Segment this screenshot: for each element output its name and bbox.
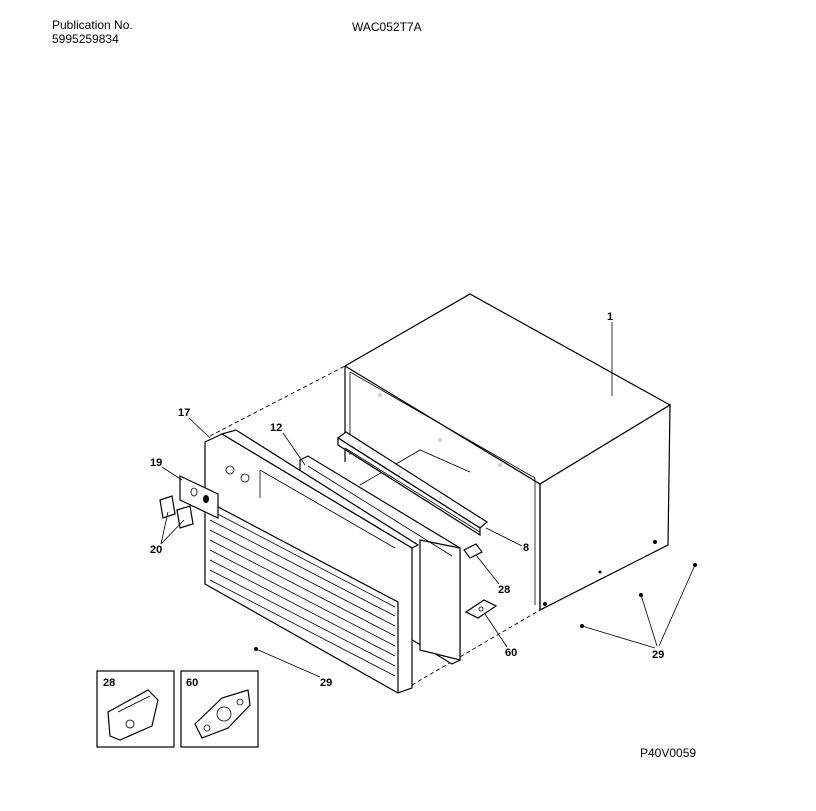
callout-29-right: 29 bbox=[652, 649, 664, 661]
leader-lines bbox=[160, 322, 696, 678]
control-panel-part-19 bbox=[179, 475, 219, 519]
callout-60: 60 bbox=[505, 647, 517, 659]
model-number: WAC052T7A bbox=[352, 20, 422, 34]
grille-louvers bbox=[209, 519, 396, 677]
callout-28: 28 bbox=[498, 584, 510, 596]
front-grille-part-17 bbox=[204, 429, 420, 694]
inset-label-60: 60 bbox=[186, 677, 198, 689]
inset-label-28: 28 bbox=[103, 677, 115, 689]
knobs-part-20 bbox=[159, 495, 194, 529]
clip-part-28 bbox=[463, 543, 483, 559]
callout-17: 17 bbox=[178, 407, 190, 419]
cabinet-part-1 bbox=[343, 293, 672, 611]
callout-12: 12 bbox=[270, 422, 282, 434]
publication-number: 5995259834 bbox=[52, 32, 119, 46]
callout-29-left: 29 bbox=[320, 677, 332, 689]
top-rail-part-8 bbox=[336, 431, 489, 537]
inset-clip-28: 28 bbox=[96, 670, 175, 748]
callout-19: 19 bbox=[150, 457, 162, 469]
callout-20: 20 bbox=[150, 544, 162, 556]
publication-label: Publication No. bbox=[52, 18, 133, 32]
bracket-part-60 bbox=[464, 599, 498, 619]
callout-1: 1 bbox=[607, 311, 613, 323]
callout-8: 8 bbox=[523, 542, 529, 554]
diagram-code: P40V0059 bbox=[640, 746, 697, 760]
inset-bracket-60: 60 bbox=[180, 670, 259, 748]
